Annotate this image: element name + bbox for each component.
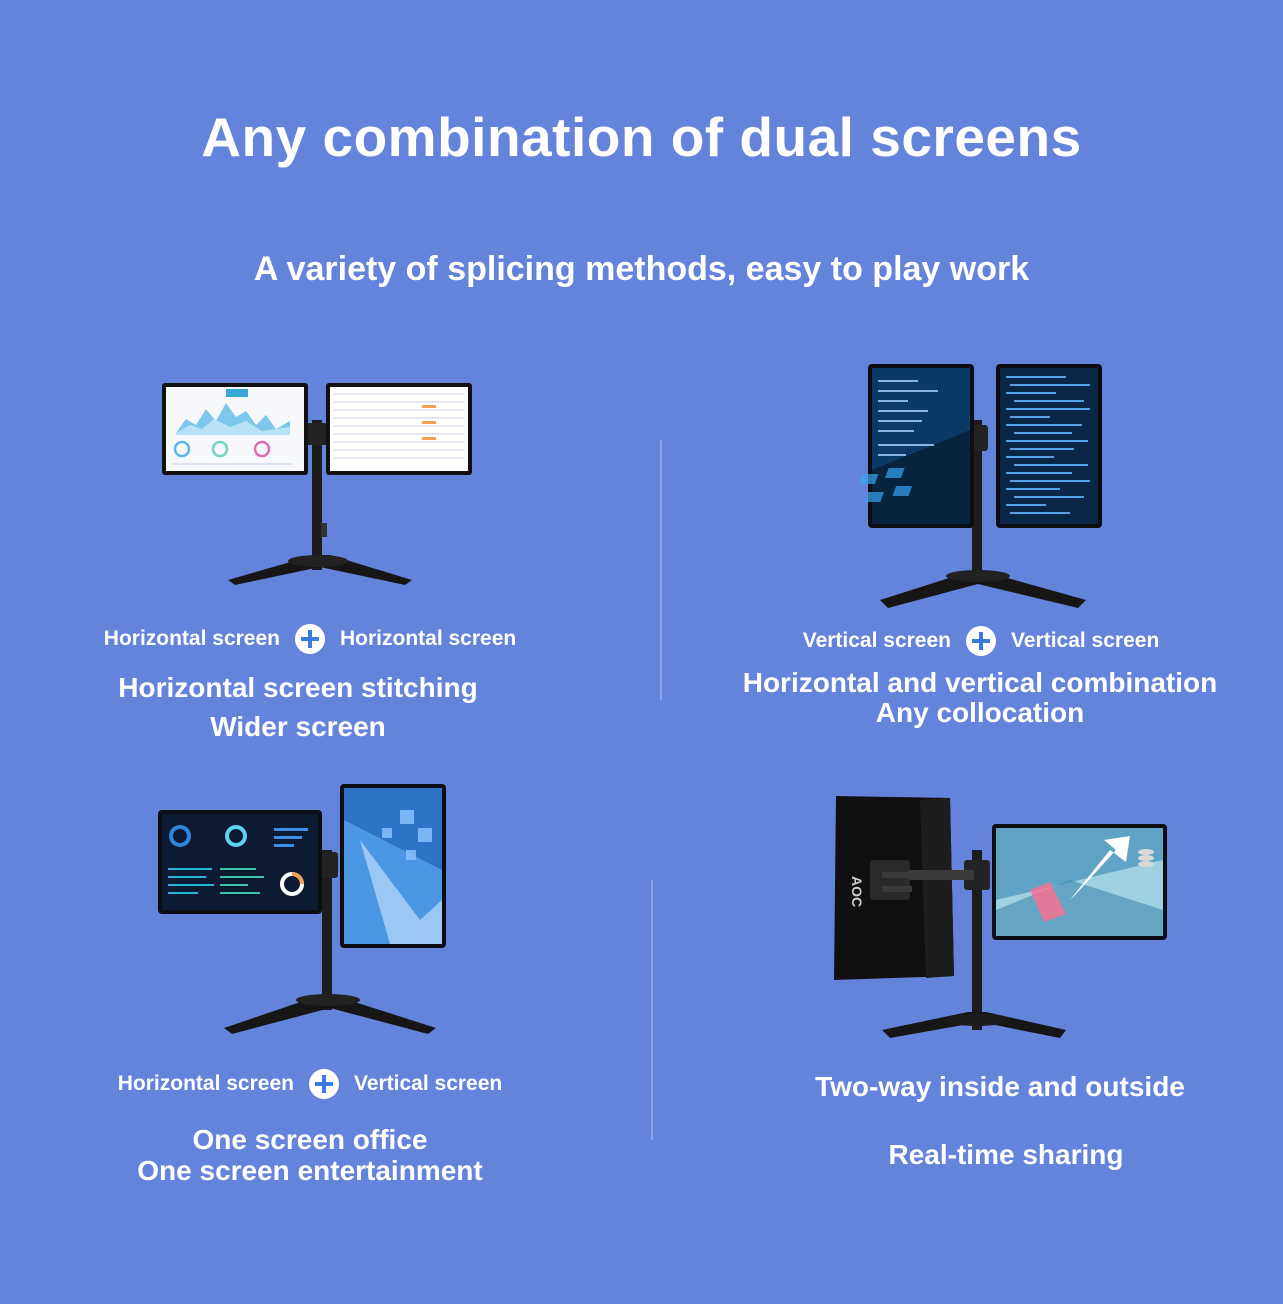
panel1-right-label: Horizontal screen bbox=[340, 627, 517, 650]
panel1-left-label: Horizontal screen bbox=[103, 627, 280, 650]
panel2-combo-row: Vertical screen Vertical screen bbox=[736, 625, 1226, 657]
panel2-caption-line2: Any collocation bbox=[875, 697, 1085, 728]
plus-icon bbox=[308, 1068, 340, 1100]
panel3-left-label: Horizontal screen bbox=[117, 1072, 294, 1095]
page-subtitle: A variety of splicing methods, easy to p… bbox=[253, 250, 1030, 288]
back-to-back-monitor-illustration: AOC bbox=[834, 796, 1167, 1038]
panel2-caption-line1: Horizontal and vertical combination bbox=[742, 667, 1218, 698]
panel1-caption-line1: Horizontal screen stitching bbox=[118, 672, 478, 703]
plus-icon bbox=[965, 625, 997, 657]
panel4-caption-line2: Real-time sharing bbox=[888, 1139, 1124, 1170]
aoc-logo: AOC bbox=[849, 876, 865, 907]
panel1-caption: Horizontal screen stitching Wider screen bbox=[48, 668, 548, 746]
plus-icon bbox=[294, 623, 326, 655]
panel1-caption-line2: Wider screen bbox=[210, 711, 386, 742]
horizontal-vertical-monitor-illustration bbox=[158, 784, 446, 1034]
vertical-divider-top bbox=[660, 440, 662, 700]
panel3-caption-line1: One screen office bbox=[192, 1124, 428, 1155]
panel3-right-label: Vertical screen bbox=[353, 1072, 503, 1095]
vertical-divider-bottom bbox=[651, 880, 653, 1140]
dual-horizontal-monitor-illustration bbox=[162, 383, 472, 585]
panel4-caption-line1: Two-way inside and outside bbox=[815, 1071, 1185, 1102]
page-title: Any combination of dual screens bbox=[201, 106, 1082, 168]
dual-vertical-monitor-illustration bbox=[860, 364, 1102, 608]
panel3-caption-line2: One screen entertainment bbox=[137, 1155, 483, 1186]
panel2-left-label: Vertical screen bbox=[802, 629, 951, 652]
panel2-right-label: Vertical screen bbox=[1011, 629, 1160, 652]
panel2-caption: Horizontal and vertical combination Any … bbox=[700, 668, 1260, 728]
panel3-combo-row: Horizontal screen Vertical screen bbox=[60, 1068, 560, 1100]
panel1-combo-row: Horizontal screen Horizontal screen bbox=[60, 623, 560, 655]
panel3-caption: One screen office One screen entertainme… bbox=[60, 1124, 560, 1186]
